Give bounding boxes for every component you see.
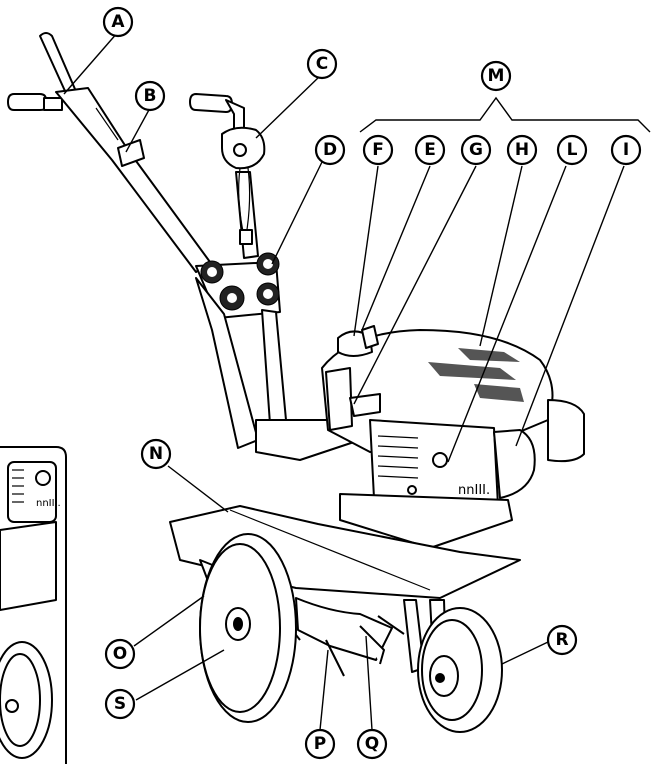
svg-text:H: H bbox=[515, 140, 529, 160]
callout-I: I bbox=[610, 134, 642, 166]
svg-text:O: O bbox=[113, 644, 127, 664]
transport-wheel bbox=[403, 599, 503, 733]
callout-E: E bbox=[414, 134, 446, 166]
svg-text:B: B bbox=[144, 86, 157, 106]
knob-1 bbox=[200, 260, 224, 284]
callout-L: L bbox=[556, 134, 588, 166]
svg-text:E: E bbox=[424, 140, 436, 160]
svg-text:I: I bbox=[623, 140, 629, 160]
knob-2 bbox=[256, 252, 280, 276]
svg-text:D: D bbox=[323, 140, 337, 160]
callout-M: M bbox=[480, 60, 512, 92]
handle-mount bbox=[195, 252, 287, 449]
engine: nnIII. bbox=[255, 325, 585, 549]
svg-text:N: N bbox=[149, 444, 163, 464]
knob-3 bbox=[219, 285, 245, 311]
svg-text:S: S bbox=[114, 694, 126, 714]
svg-text:F: F bbox=[372, 140, 384, 160]
inset-engine-side: nnIII. bbox=[7, 461, 61, 523]
svg-text:C: C bbox=[316, 54, 328, 74]
inset-wheel bbox=[0, 641, 53, 759]
callout-D: D bbox=[314, 134, 346, 166]
svg-text:G: G bbox=[469, 140, 483, 160]
callout-B: B bbox=[134, 80, 166, 112]
callout-R: R bbox=[546, 624, 578, 656]
callout-F: F bbox=[362, 134, 394, 166]
svg-text:L: L bbox=[567, 140, 578, 160]
svg-text:R: R bbox=[555, 630, 568, 650]
leader-lines bbox=[63, 31, 651, 731]
inset-detail: nnIII. bbox=[0, 446, 67, 764]
callout-G: G bbox=[460, 134, 492, 166]
callout-P: P bbox=[304, 728, 336, 760]
engine-vents bbox=[428, 348, 524, 402]
callout-O: O bbox=[104, 638, 136, 670]
callout-C: C bbox=[306, 48, 338, 80]
callout-N: N bbox=[140, 438, 172, 470]
engine-badge: nnIII. bbox=[458, 483, 490, 498]
callout-A: A bbox=[102, 6, 134, 38]
callout-H: H bbox=[506, 134, 538, 166]
callout-S: S bbox=[104, 688, 136, 720]
knob-4 bbox=[256, 282, 280, 306]
svg-text:P: P bbox=[314, 734, 326, 754]
svg-text:M: M bbox=[488, 66, 505, 86]
left-wheel-disc bbox=[199, 533, 297, 723]
svg-text:Q: Q bbox=[365, 734, 379, 754]
callout-Q: Q bbox=[356, 728, 388, 760]
tines bbox=[267, 597, 405, 677]
svg-text:A: A bbox=[111, 12, 125, 32]
inset-badge: nnIII. bbox=[36, 498, 61, 509]
handlebar-assembly bbox=[7, 32, 266, 273]
